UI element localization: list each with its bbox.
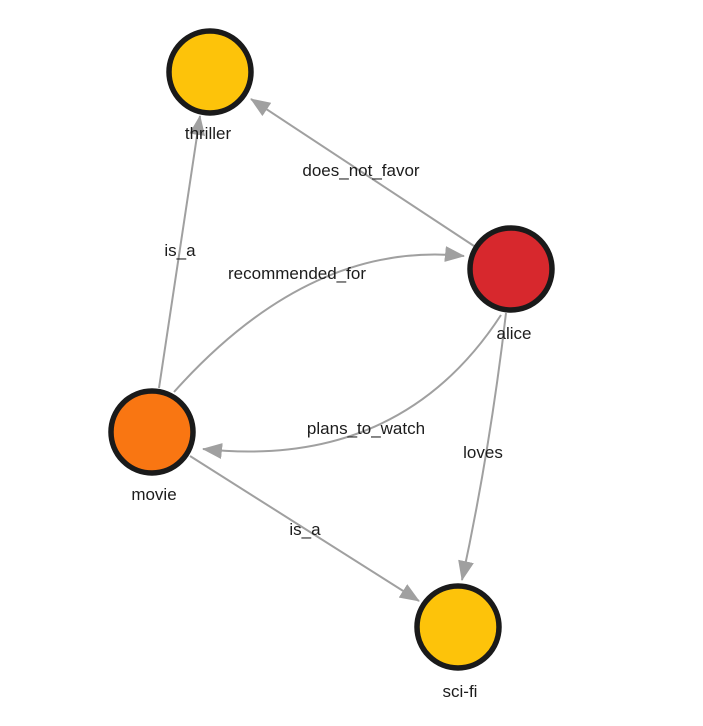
node-thriller[interactable]: [166, 28, 254, 116]
edges-layer: [158, 98, 507, 602]
node-label-movie: movie: [131, 485, 176, 504]
edge-is-a-movie-scifi[interactable]: [189, 455, 420, 602]
edge-recommended-for[interactable]: [173, 246, 465, 393]
edge-label-is-a-scifi: is_a: [289, 520, 321, 539]
edge-label-plans-to-watch: plans_to_watch: [307, 419, 425, 438]
node-movie[interactable]: [108, 388, 196, 476]
nodes-layer: [108, 28, 555, 671]
node-label-sci-fi: sci-fi: [443, 682, 478, 701]
node-labels-layer: thriller alice movie sci-fi: [131, 124, 531, 701]
node-sci-fi[interactable]: [414, 583, 502, 671]
node-alice[interactable]: [467, 225, 555, 313]
edge-loves[interactable]: [458, 312, 507, 581]
edge-does-not-favor[interactable]: [250, 98, 475, 247]
node-label-thriller: thriller: [185, 124, 232, 143]
edge-plans-to-watch[interactable]: [202, 314, 502, 459]
edge-is-a-movie-thriller[interactable]: [158, 115, 206, 389]
node-label-alice: alice: [497, 324, 532, 343]
edge-label-recommended-for: recommended_for: [228, 264, 366, 283]
edge-label-loves: loves: [463, 443, 503, 462]
edge-labels-layer: is_a does_not_favor recommended_for plan…: [164, 161, 502, 539]
edge-label-does-not-favor: does_not_favor: [302, 161, 420, 180]
edge-label-is-a-thriller: is_a: [164, 241, 196, 260]
